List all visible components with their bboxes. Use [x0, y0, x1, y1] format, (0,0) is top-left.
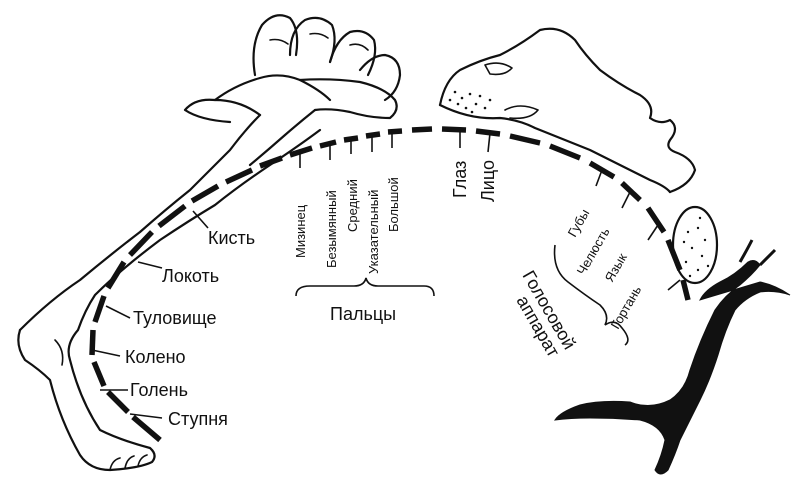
- larynx-branching: [554, 239, 791, 475]
- label-lips: Губы: [565, 206, 593, 239]
- label-shin: Голень: [130, 380, 188, 400]
- label-finger-middle: Средний: [345, 179, 360, 232]
- label-foot: Ступня: [168, 409, 228, 429]
- tongue-oval: [671, 205, 719, 285]
- label-elbow: Локоть: [162, 266, 219, 286]
- label-trunk: Туловище: [133, 308, 217, 328]
- vocal-brace: [553, 244, 629, 346]
- label-finger-thumb: Большой: [386, 177, 401, 232]
- label-finger-index: Указательный: [366, 190, 381, 274]
- label-face: Лицо: [478, 160, 498, 202]
- label-fingers-group: Пальцы: [330, 304, 396, 324]
- label-hand: Кисть: [208, 228, 255, 248]
- stubble-dots: [448, 90, 492, 114]
- label-eye: Глаз: [450, 161, 470, 198]
- label-ticks: [91, 130, 681, 419]
- homunculus-face-outline: [438, 27, 697, 194]
- label-larynx: Гортань: [608, 283, 645, 332]
- label-finger-ring: Безымянный: [324, 190, 339, 268]
- fingers-brace: [295, 277, 435, 297]
- homunculus-body-outline: [17, 14, 402, 472]
- label-knee: Колено: [125, 347, 186, 367]
- label-tongue: Язык: [602, 250, 630, 284]
- label-finger-little: Мизинец: [293, 204, 308, 258]
- motor-strip-arc: [89, 126, 691, 443]
